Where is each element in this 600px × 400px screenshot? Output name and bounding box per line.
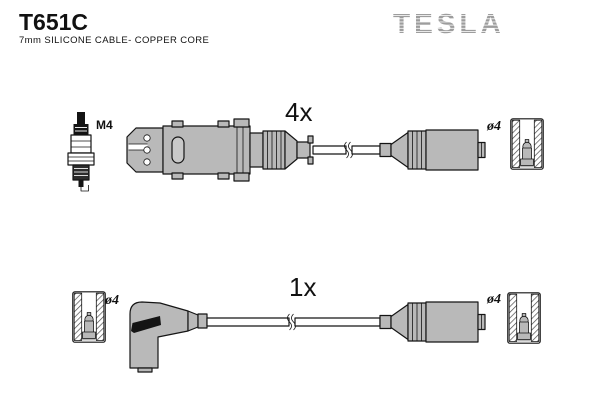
- part-number: T651C: [19, 9, 88, 35]
- bottom-left-diameter-label: ø4: [104, 293, 119, 308]
- terminal-cross-section-icon: [72, 291, 106, 343]
- top-diameter-label: ø4: [486, 119, 501, 134]
- distributor-connector-icon: [126, 118, 314, 182]
- terminal-cross-section-icon: [510, 118, 544, 170]
- diagram-parts: [67, 112, 544, 373]
- brand-logo: TESLA: [393, 8, 505, 39]
- bottom-cable: [206, 313, 381, 331]
- spark-plug-icon: [67, 112, 95, 192]
- spark-plug-boot-icon: [379, 129, 486, 171]
- elbow-boot-icon: [129, 301, 208, 373]
- spark-plug-boot-icon: [379, 301, 486, 343]
- terminal-cross-section-icon: [507, 292, 541, 344]
- bottom-right-diameter-label: ø4: [486, 292, 501, 307]
- plug-thread-label: M4: [96, 118, 113, 132]
- bottom-quantity-label: 1x: [289, 272, 316, 302]
- subtitle: 7mm SILICONE CABLE- COPPER CORE: [19, 35, 209, 46]
- top-quantity-label: 4x: [285, 97, 312, 127]
- top-cable: [312, 141, 381, 159]
